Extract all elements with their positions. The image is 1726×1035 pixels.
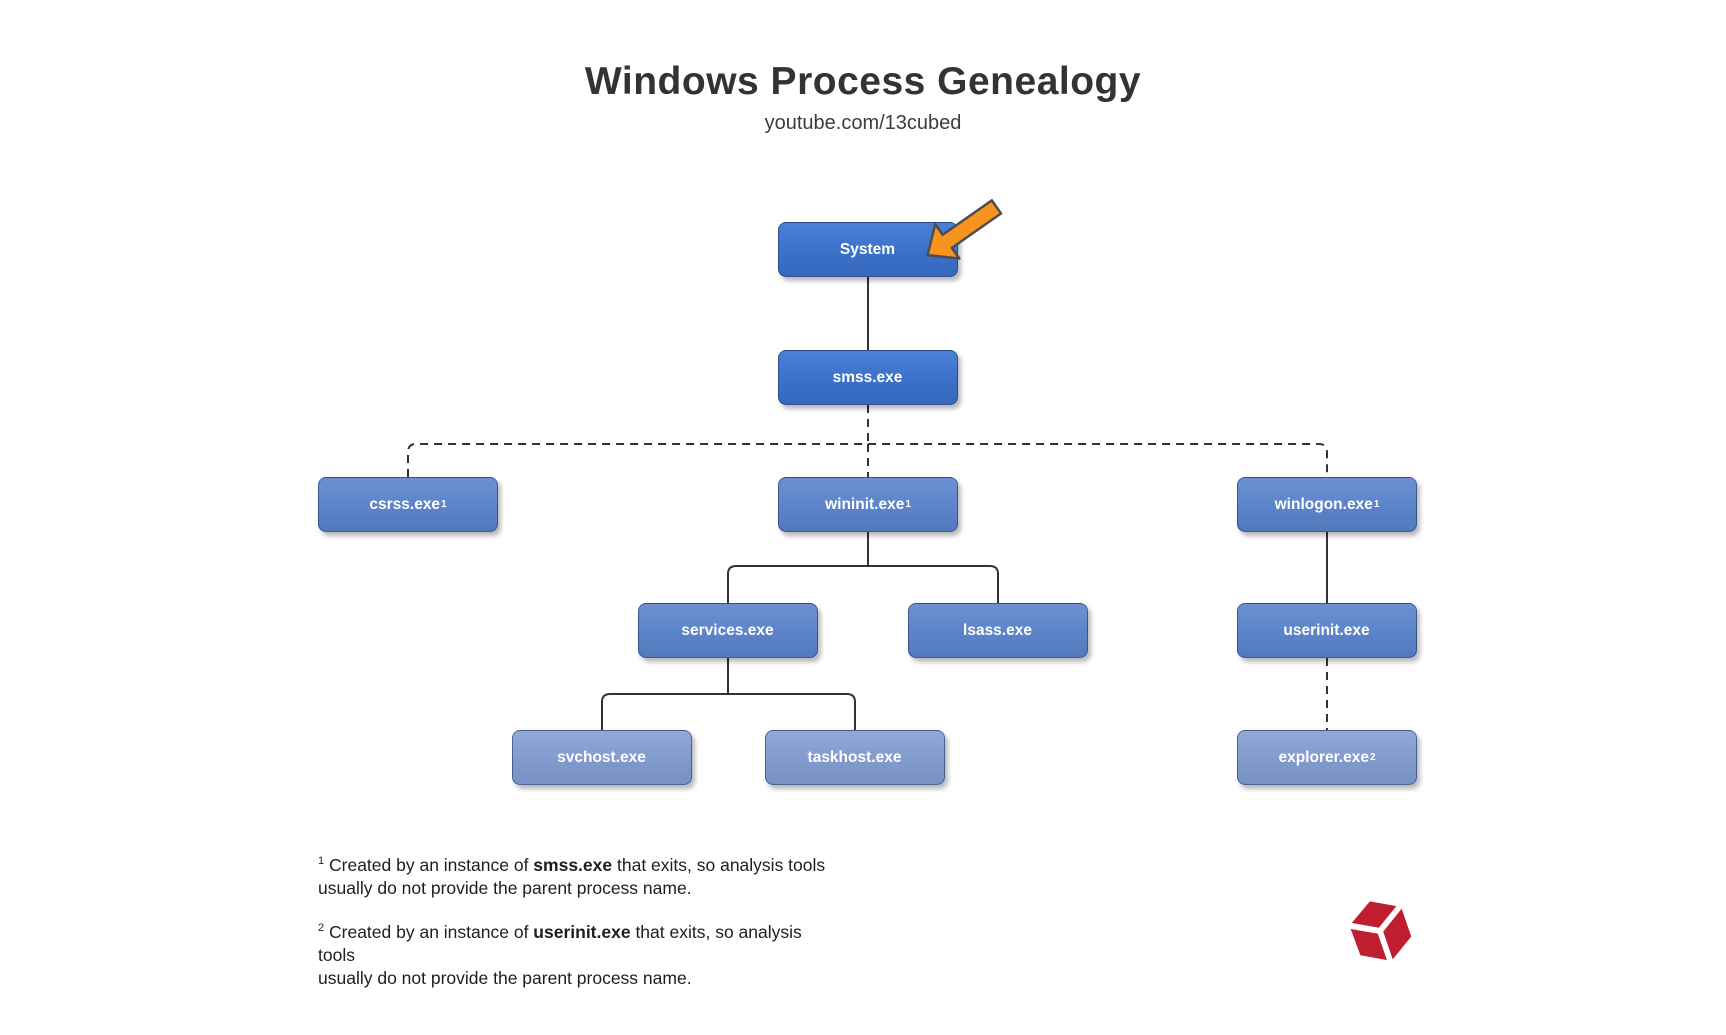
node-lsass-label: lsass.exe (963, 621, 1032, 639)
node-smss-label: smss.exe (832, 368, 903, 386)
footnotes: 1 Created by an instance of smss.exe tha… (318, 854, 838, 1010)
node-services-label: services.exe (681, 621, 774, 639)
footnote-1: 1 Created by an instance of smss.exe tha… (318, 855, 826, 899)
13cubed-cube-logo-icon (1336, 887, 1424, 975)
node-smss: smss.exe (778, 350, 958, 405)
node-csrss-label: csrss.exe (369, 495, 441, 513)
node-svchost: svchost.exe (512, 730, 692, 785)
pointer-arrow-icon (912, 186, 1022, 276)
node-userinit-label: userinit.exe (1283, 621, 1370, 639)
node-services: services.exe (638, 603, 818, 658)
node-winlogon-label: winlogon.exe (1274, 495, 1373, 513)
node-userinit: userinit.exe (1237, 603, 1417, 658)
footnote-2: 2 Created by an instance of userinit.exe… (318, 921, 802, 989)
page-subtitle: youtube.com/13cubed (764, 112, 962, 134)
node-wininit-label: wininit.exe (825, 495, 905, 513)
node-svchost-label: svchost.exe (557, 748, 646, 766)
node-taskhost: taskhost.exe (765, 730, 945, 785)
page-title: Windows Process Genealogy (584, 60, 1142, 103)
node-taskhost-label: taskhost.exe (807, 748, 902, 766)
node-explorer-label: explorer.exe (1278, 748, 1369, 766)
node-system-label: System (839, 240, 896, 258)
node-lsass: lsass.exe (908, 603, 1088, 658)
